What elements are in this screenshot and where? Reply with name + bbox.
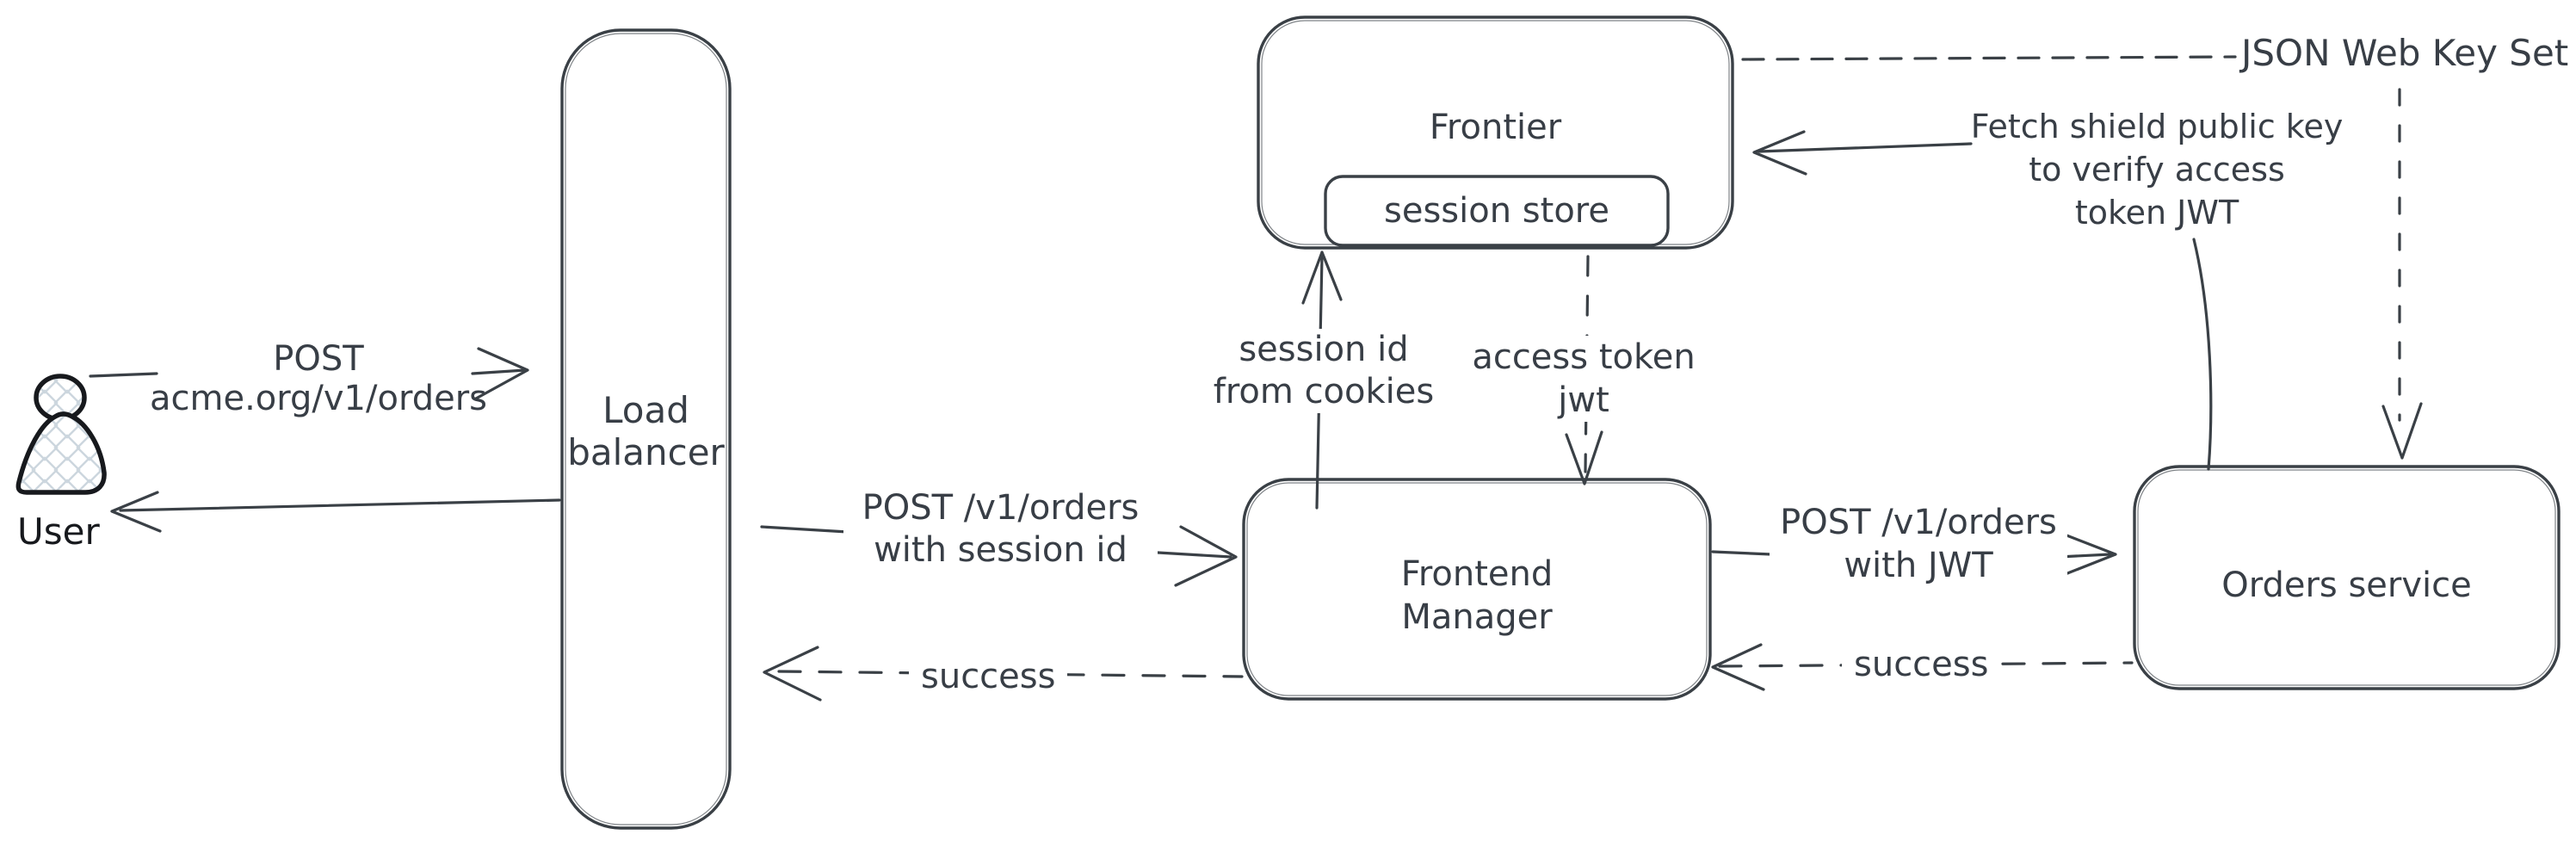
session-store-label: session store xyxy=(1384,191,1609,231)
edge-label-session-id: session id from cookies xyxy=(1203,329,1444,413)
arrow-jwks-to-orders xyxy=(2381,88,2423,460)
arrowhead-right xyxy=(2057,532,2117,578)
edge-label-line: POST /v1/orders xyxy=(1780,503,2057,542)
fetch-key-label: Fetch shield public key to verify access… xyxy=(1964,105,2350,234)
arrowhead-up xyxy=(1301,250,1343,305)
orders-service-label: Orders service xyxy=(2221,566,2472,605)
edge-label-line: jwt xyxy=(1558,380,1609,420)
edge-label-line: from cookies xyxy=(1213,372,1435,411)
dashed-line-frontier-to-jwks xyxy=(1741,55,2237,61)
load-balancer-box xyxy=(560,28,732,830)
edge-label-line: with session id xyxy=(874,530,1127,570)
edge-label-line: POST xyxy=(273,339,364,379)
node-label-line: Load xyxy=(602,389,689,431)
arrowhead-right xyxy=(1174,525,1238,587)
edge-label-line: session id xyxy=(1239,330,1409,369)
arrowhead-down xyxy=(1565,430,1603,485)
edge-label-line: Fetch shield public key xyxy=(1970,108,2344,145)
arrow-fm-to-orders xyxy=(1711,532,2117,578)
node-label-line: balancer xyxy=(567,431,725,473)
user-body xyxy=(15,411,107,495)
frontier-label: Frontier xyxy=(1429,108,1562,147)
edge-label-line: acme.org/v1/orders xyxy=(150,379,487,418)
edge-label-fm-to-orders: POST /v1/orders with JWT xyxy=(1770,501,2067,587)
edge-label-line: access token xyxy=(1472,337,1696,377)
load-balancer-label: Load balancer xyxy=(562,389,730,473)
orders-service-box-sketch xyxy=(2137,469,2556,686)
arrow-lb-to-fm xyxy=(760,525,1238,587)
arrow-orders-to-frontier-fetch-key xyxy=(1752,130,2213,471)
edge-label-line: token JWT xyxy=(2074,194,2239,232)
arrow-lb-to-user xyxy=(110,491,561,533)
edge-label-access-token: access token jwt xyxy=(1468,336,1699,422)
arrowhead-left xyxy=(763,646,822,702)
orders-service-box xyxy=(2133,465,2561,690)
frontend-manager-label: Frontend Manager xyxy=(1244,553,1710,639)
frontend-manager-box xyxy=(1242,478,1712,701)
load-balancer-box-sketch xyxy=(565,33,727,825)
edge-label-lb-to-fm: POST /v1/orders with session id xyxy=(843,487,1158,572)
arrowhead-left xyxy=(1711,643,1765,691)
edges xyxy=(89,55,2423,702)
edge-label-user-to-lb: POST acme.org/v1/orders xyxy=(120,339,516,418)
edge-label-line: with JWT xyxy=(1844,546,1993,585)
arrowhead-left xyxy=(110,491,162,533)
edge-label-fm-to-lb-success: success xyxy=(909,654,1068,699)
user-figure xyxy=(15,374,107,495)
frontend-manager-box-sketch xyxy=(1246,482,1708,696)
edge-label-line: to verify access xyxy=(2029,151,2285,189)
arrowhead-down xyxy=(2381,402,2423,460)
node-label-line: Frontend xyxy=(1400,554,1554,594)
jwks-label: JSON Web Key Set xyxy=(2241,32,2569,74)
edge-label-line: POST /v1/orders xyxy=(862,488,1140,528)
edge-label-orders-to-fm-success: success xyxy=(1842,642,2001,687)
node-label-line: Manager xyxy=(1401,597,1553,637)
node-boxes xyxy=(560,15,2561,830)
arrowhead-right xyxy=(474,347,529,400)
session-store-box xyxy=(1324,175,1670,247)
user-label: User xyxy=(17,510,100,553)
arrowhead-left xyxy=(1752,130,1807,176)
arrow-frontier-to-fm xyxy=(1565,255,1603,485)
arrow-fm-to-lb-success xyxy=(763,646,1244,702)
arrow-user-to-lb xyxy=(89,347,529,400)
